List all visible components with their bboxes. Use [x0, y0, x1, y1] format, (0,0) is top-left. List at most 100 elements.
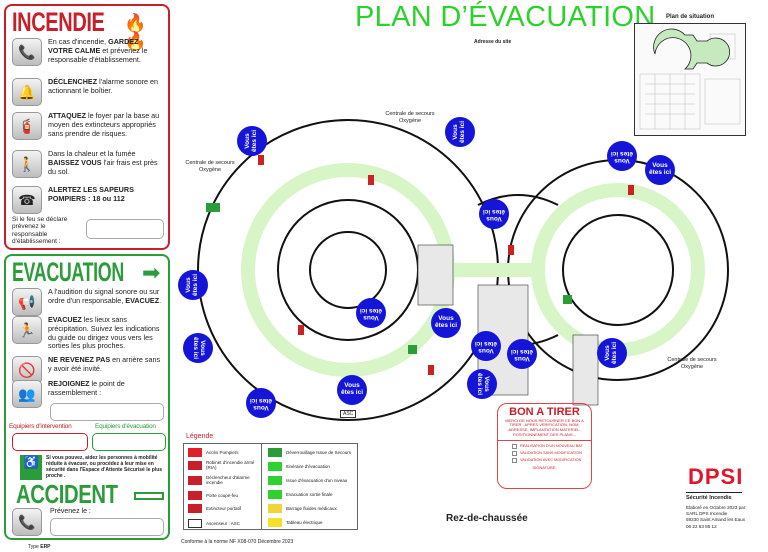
- oxygen-label: Centrale de secours Oxygène: [667, 357, 717, 370]
- incendie-step: ☎ ALERTEZ LES SAPEURS POMPIERS : 18 ou 11…: [12, 185, 162, 214]
- fire-hose-icon: [188, 460, 202, 470]
- step-text: ATTAQUEZ le foyer par la base au moyen d…: [48, 111, 160, 138]
- equipiers-evacuation-label: Equipiers d'évacuation: [95, 423, 156, 430]
- legend-label: Déclencheur d'alarme incendie: [206, 475, 250, 486]
- bat-option: VALIDATION SANS MODIFICATION: [512, 450, 591, 456]
- bat-option: VALIDATION AVEC MODIFICATION: [512, 457, 591, 463]
- you-are-here-marker: Vous êtes ici: [607, 141, 637, 171]
- company-subtitle: Sécurité Incendie: [686, 495, 732, 501]
- you-are-here-marker: Vous êtes ici: [507, 339, 537, 369]
- incendie-step: 📞En cas d'incendie, GARDEZ VOTRE CALME e…: [12, 37, 162, 66]
- extinguisher-person-icon: 🧯: [12, 112, 42, 140]
- legend-item: Extincteur portatif: [188, 504, 260, 513]
- level-label: Rez-de-chaussée: [446, 513, 528, 524]
- crouch-smoke-icon: 🚶: [12, 150, 42, 178]
- pmr-text: Si vous pouvez, aidez les personnes à mo…: [46, 455, 163, 479]
- legend-item: Evacuation sortie finale: [268, 490, 358, 499]
- you-are-here-marker: Vous êtes ici: [597, 338, 627, 368]
- oxygen-label: Centrale de secours Oxygène: [185, 160, 235, 173]
- responsable-field[interactable]: [86, 219, 164, 239]
- bat-checkbox[interactable]: [512, 450, 517, 456]
- legend-label: Barrage fluides médicaux: [286, 505, 337, 511]
- fire-door-icon: [188, 491, 202, 500]
- prevenez-label: Prévenez le :: [50, 508, 91, 515]
- step-text: Dans la chaleur et la fumée BAISSEZ VOUS…: [48, 149, 158, 176]
- situation-map: [634, 23, 746, 136]
- phone-18-112-icon: ☎: [12, 186, 42, 214]
- bat-signature: SIGNATURE:: [532, 464, 557, 470]
- elevator-icon: [188, 519, 202, 528]
- incendie-panel: INCENDIE 🔥🔥 📞En cas d'incendie, GARDEZ V…: [4, 4, 170, 250]
- stretcher-icon: [134, 492, 164, 500]
- company-line: SARL DPS Incendie: [686, 511, 728, 517]
- responsable-label: Si le feu se déclare prévenez le respons…: [12, 216, 68, 246]
- prevenez-field[interactable]: [50, 518, 164, 536]
- incendie-title: INCENDIE: [12, 7, 105, 37]
- step-text: EVACUEZ les lieux sans précipitation. Su…: [48, 315, 160, 351]
- page-title: PLAN D’ÉVACUATION: [355, 1, 656, 33]
- evacuation-step: 👥REJOIGNEZ le point de rassemblement :: [12, 379, 162, 408]
- no-return-icon: 🚫: [12, 356, 42, 384]
- bat-checkbox[interactable]: [512, 443, 517, 449]
- you-are-here-marker: Vous êtes ici: [431, 308, 461, 338]
- you-are-here-marker: Vous êtes ici: [183, 333, 213, 363]
- step-text: ALERTEZ LES SAPEURS POMPIERS : 18 ou 112: [48, 185, 134, 203]
- legend-label: Accès Pompiers: [206, 449, 239, 455]
- evacuation-panel: EVACUATION ➡ 📢A l'audition du signal son…: [4, 254, 170, 540]
- legend-item: Tableau électrique: [268, 518, 358, 527]
- legend-label: Tableau électrique: [286, 519, 323, 525]
- you-are-here-marker: Vous êtes ici: [178, 270, 208, 300]
- incendie-step: 🧯ATTAQUEZ le foyer par la base au moyen …: [12, 111, 162, 140]
- you-are-here-marker: Vous êtes ici: [479, 199, 509, 229]
- step-text: A l'audition du signal sonore ou sur ord…: [48, 287, 162, 305]
- legend-label: Robinet d'incendie armé (RIA): [206, 460, 255, 471]
- legend-label: Déverrouillage Issue de Secours: [286, 449, 352, 455]
- legend-item: Robinet d'incendie armé (RIA): [188, 460, 260, 470]
- bat-option: REALISATION D'UN NOUVEAU BAT: [512, 443, 591, 449]
- bat-checkbox[interactable]: [512, 457, 517, 463]
- you-are-here-marker: Vous êtes ici: [467, 369, 497, 399]
- bat-text: MERCI DE NOUS RETOURNER CE BON A TIRER ,…: [498, 418, 591, 441]
- legend-title: Légende: [186, 433, 214, 440]
- legend-item: Issue d'évacuation d'un niveau: [268, 476, 358, 485]
- legend-item: Déverrouillage Issue de Secours: [268, 448, 358, 457]
- evacuation-title: EVACUATION: [12, 257, 124, 287]
- legend-item: Porte coupe-feu: [188, 491, 260, 500]
- legend-label: Issue d'évacuation d'un niveau: [286, 477, 348, 483]
- equipiers-intervention-field[interactable]: [12, 433, 88, 451]
- legend-label: Itinéraire d'évacuation: [286, 463, 330, 469]
- evacuation-route-icon: [268, 462, 282, 471]
- legend-label: Evacuation sortie finale: [286, 491, 333, 497]
- you-are-here-marker: Vous êtes ici: [246, 388, 276, 418]
- you-are-here-marker: Vous êtes ici: [237, 126, 267, 156]
- alarm-trigger-icon: [188, 475, 202, 485]
- legend-label: Porte coupe-feu: [206, 492, 239, 498]
- legend-item: Déclencheur d'alarme incendie: [188, 475, 260, 485]
- step-text: NE REVENEZ PAS en arrière sans y avoir é…: [48, 355, 161, 373]
- company-line: 06 22 63 85 12: [686, 523, 717, 529]
- oxygen-label: Centrale de secours Oxygène: [385, 111, 435, 124]
- pmr-icon: ♿: [20, 455, 42, 480]
- legend-item: Accès Pompiers: [188, 448, 260, 457]
- rassemblement-field[interactable]: [50, 403, 164, 421]
- you-are-here-marker: Vous êtes ici: [471, 331, 501, 361]
- extinguisher-icon: [188, 504, 202, 513]
- flames-icon: 🔥🔥: [124, 13, 147, 51]
- step-text: En cas d'incendie, GARDEZ VOTRE CALME et…: [48, 37, 148, 64]
- final-exit-icon: [268, 490, 282, 499]
- evacuate-people-icon: 🏃: [12, 316, 42, 344]
- situation-title: Plan de situation: [666, 14, 715, 20]
- you-are-here-marker: Vous êtes ici: [645, 155, 675, 185]
- bat-title: BON A TIRER: [509, 406, 580, 418]
- equipiers-evacuation-field[interactable]: [92, 433, 166, 451]
- fire-access-icon: [188, 448, 202, 457]
- step-text: DÉCLENCHEZ l'alarme sonore en actionnant…: [48, 77, 159, 95]
- site-address: Adresse du site: [474, 39, 512, 45]
- electrical-panel-icon: [268, 518, 282, 527]
- you-are-here-marker: Vous êtes ici: [445, 117, 475, 147]
- emergency-unlock-icon: [268, 448, 282, 457]
- equipiers-intervention-label: Equipiers d'intervention: [9, 423, 72, 430]
- accident-title: ACCIDENT: [16, 479, 118, 509]
- you-are-here-marker: Vous êtes ici: [337, 375, 367, 405]
